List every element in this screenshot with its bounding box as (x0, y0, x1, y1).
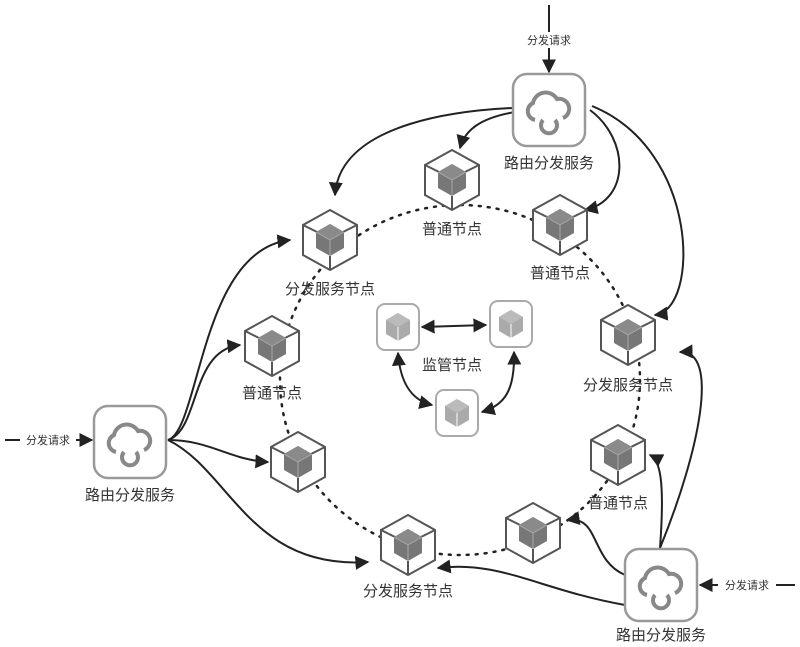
monitor-cube-icon (489, 300, 533, 348)
router-top[interactable]: 路由分发服务 (504, 72, 594, 172)
normal-bottom-right[interactable] (505, 502, 561, 564)
monitor-cube-icon (376, 303, 420, 351)
cloud-icon (623, 547, 699, 623)
edge (583, 109, 621, 215)
node-label: 普通节点 (588, 494, 648, 512)
edge (328, 107, 513, 197)
router-label: 路由分发服务 (504, 154, 594, 172)
normal-right[interactable]: 普通节点 (588, 424, 648, 512)
normal-left[interactable]: 普通节点 (242, 315, 302, 402)
cloud-icon (511, 72, 587, 148)
cloud-icon (92, 404, 168, 480)
dispatch-right[interactable]: 分发服务节点 (583, 304, 673, 394)
node-label: 分发服务节点 (363, 582, 453, 600)
cube-icon (505, 502, 561, 564)
monitor-label: 监管节点 (422, 356, 482, 374)
cube-icon (532, 194, 588, 256)
edges (5, 5, 795, 606)
edge (591, 105, 685, 321)
normal-top-right[interactable]: 普通节点 (530, 194, 590, 282)
dispatch-bottom[interactable]: 分发服务节点 (363, 514, 453, 600)
edge (167, 439, 270, 469)
edge (456, 111, 516, 150)
normal-left-bottom[interactable] (270, 431, 326, 493)
edge (659, 344, 703, 549)
cube-icon (270, 431, 326, 493)
node-label: 普通节点 (530, 264, 590, 282)
monitor-cube-icon (435, 389, 479, 437)
edge-monitor (420, 318, 488, 334)
edge (648, 454, 665, 549)
monitor-right[interactable] (489, 300, 533, 348)
edge (167, 339, 242, 441)
edge-monitor (480, 350, 522, 416)
normal-top[interactable]: 普通节点 (422, 149, 482, 238)
router-bottom-right[interactable]: 路由分发服务 (616, 547, 706, 644)
cube-icon (600, 304, 656, 366)
router-label: 路由分发服务 (616, 626, 706, 644)
edge (167, 439, 370, 570)
cube-icon (590, 424, 646, 486)
router-label: 路由分发服务 (85, 486, 175, 504)
request-label-left: 分发请求 (26, 433, 70, 447)
edge-monitor (391, 351, 434, 410)
node-label: 分发服务节点 (583, 376, 673, 394)
cube-icon (244, 315, 300, 377)
monitor-bottom[interactable] (435, 389, 479, 437)
node-label: 普通节点 (242, 384, 302, 402)
dispatch-top-left[interactable]: 分发服务节点 (285, 209, 375, 298)
node-label: 分发服务节点 (285, 280, 375, 298)
cube-icon (380, 514, 436, 576)
monitor-left[interactable] (376, 303, 420, 351)
node-label: 普通节点 (422, 220, 482, 238)
edge (167, 234, 292, 441)
request-label-top: 分发请求 (527, 33, 571, 47)
router-left[interactable]: 路由分发服务 (85, 404, 175, 504)
cube-icon (424, 149, 480, 211)
edge (565, 511, 626, 576)
edge (436, 559, 626, 606)
request-label-br: 分发请求 (725, 578, 769, 592)
cube-icon (302, 209, 358, 271)
